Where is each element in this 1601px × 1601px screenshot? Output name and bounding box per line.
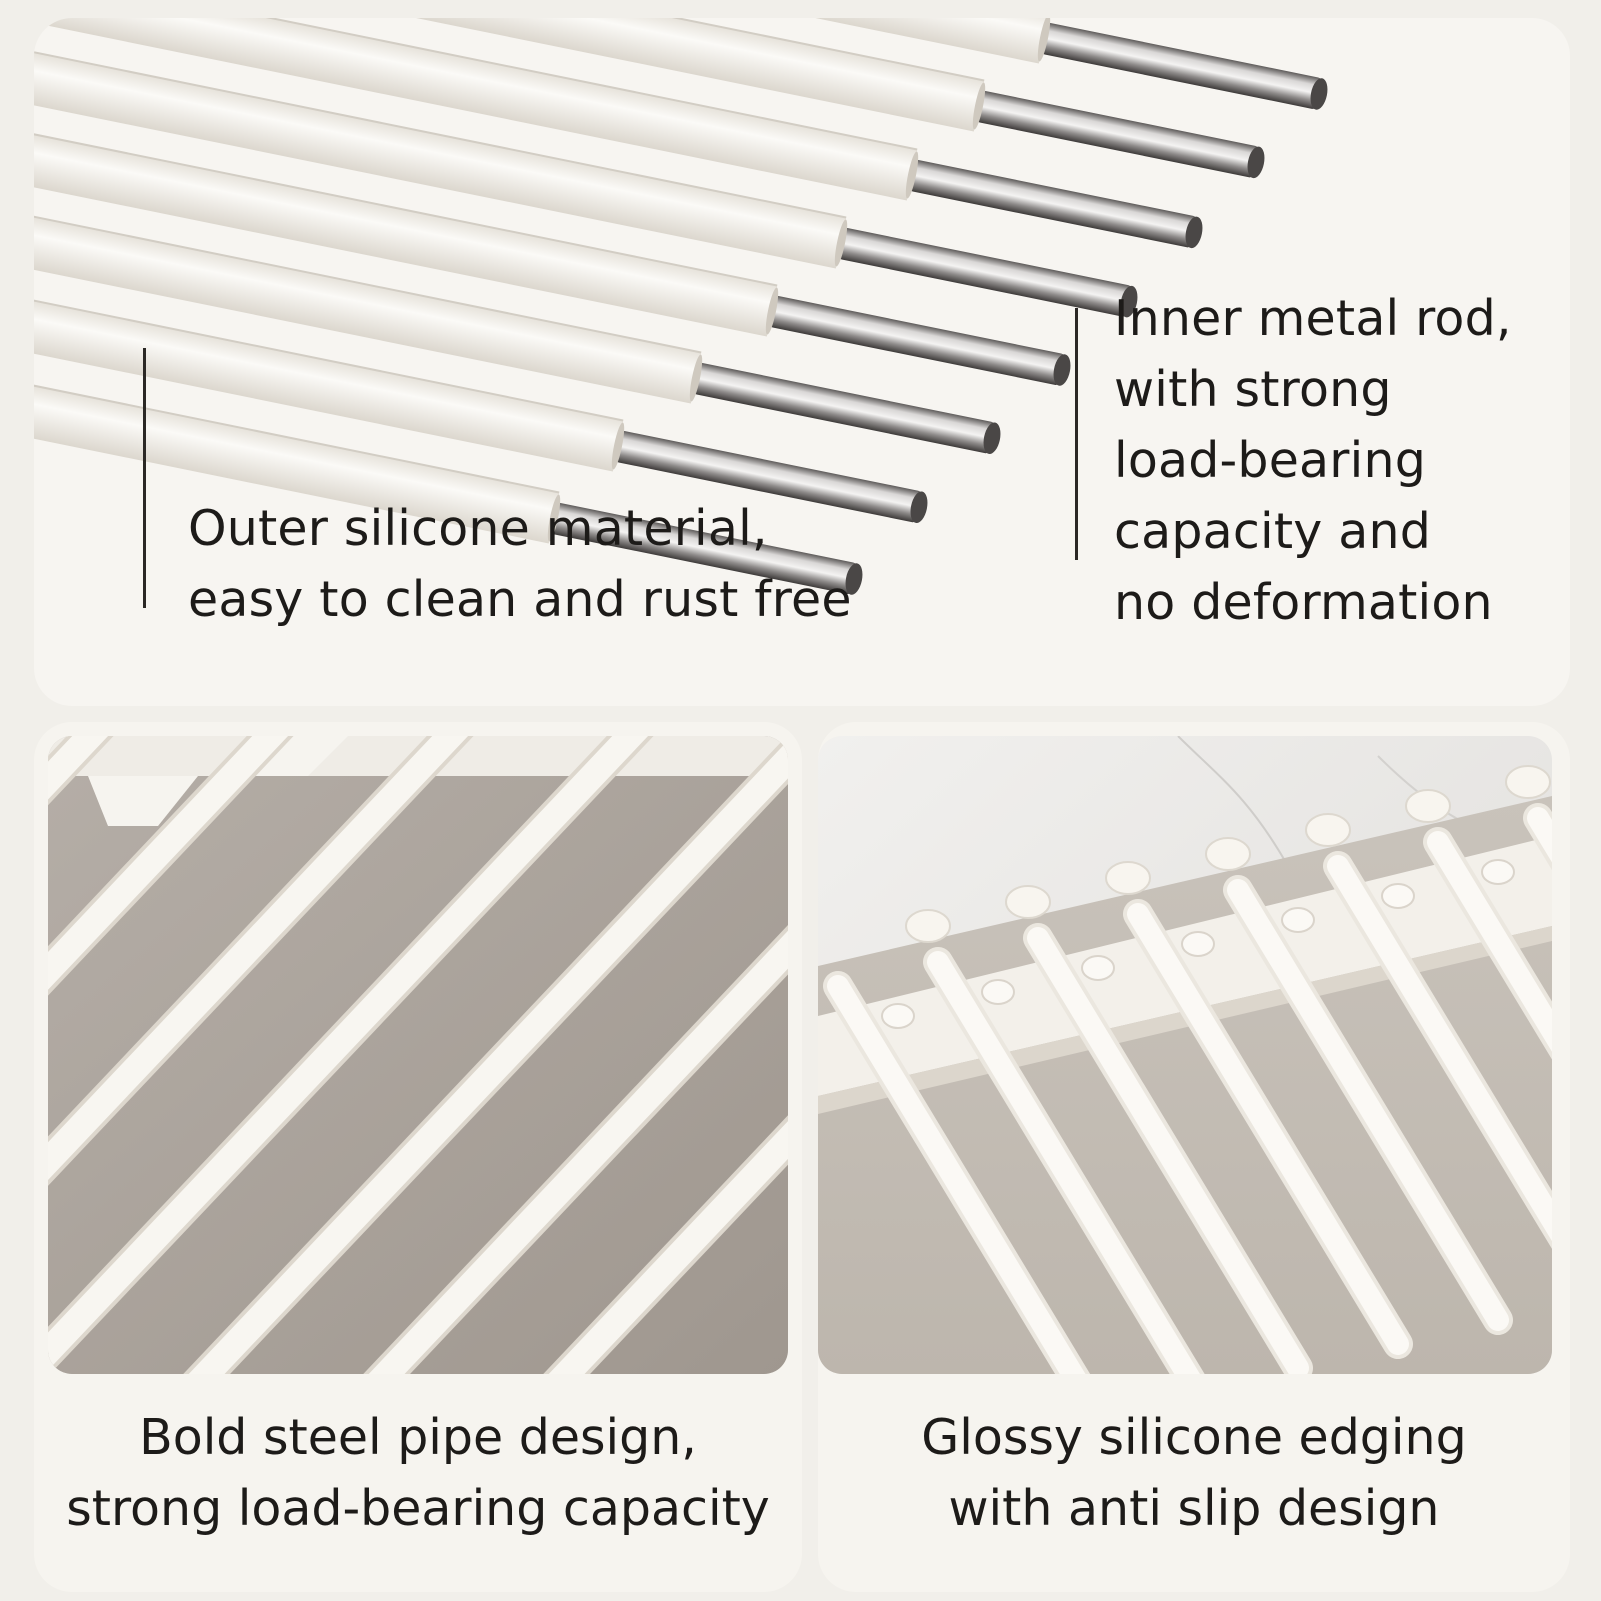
rack-rod [1127, 903, 1409, 1355]
steel-rod [909, 160, 1197, 248]
steel-pipe-card: Bold steel pipe design, strong load-bear… [34, 722, 802, 1592]
rod-joint [1381, 883, 1415, 909]
sleeve-edge [34, 18, 985, 82]
caption-line: with strong [1114, 361, 1392, 418]
caption-line: Glossy silicone edging [921, 1409, 1467, 1466]
caption-line: no deformation [1114, 574, 1493, 631]
steel-rod [976, 91, 1259, 178]
sleeve-end [689, 354, 703, 402]
steel-rod [693, 363, 995, 454]
silicone-material-caption: Outer silicone material, easy to clean a… [188, 493, 852, 635]
rod-end-cap [1005, 885, 1051, 919]
steel-pipe [48, 736, 289, 990]
silicone-edging-photo [818, 736, 1552, 1374]
rack-rod [827, 975, 1086, 1374]
silicone-rod [34, 291, 928, 523]
sleeve-end [834, 219, 848, 267]
sleeve-edge [34, 43, 847, 219]
rod-end-cap [1505, 765, 1551, 799]
rod-joint [981, 979, 1015, 1005]
silicone-rod [34, 43, 1138, 318]
steel-pipe-photo [48, 736, 788, 1374]
rod-joint [1281, 907, 1315, 933]
silicone-sleeve [34, 44, 847, 269]
steel-rod [551, 503, 857, 594]
rod-closeup-illustration [34, 18, 1328, 595]
rod-end-cap [1405, 789, 1451, 823]
steel-pipe [548, 1121, 788, 1374]
rack-edge-illustration [818, 736, 1552, 1374]
sleeve-edge [34, 18, 918, 151]
rack-rod [1227, 879, 1509, 1331]
steel-rod-tip [1120, 285, 1138, 318]
caption-line: Outer silicone material, [188, 500, 768, 557]
rod-joint [1081, 955, 1115, 981]
steel-pipe [188, 740, 788, 1374]
diagonal-pipes-illustration [48, 736, 788, 1374]
top-feature-panel: Outer silicone material, easy to clean a… [34, 18, 1570, 706]
sleeve-end [972, 82, 986, 130]
silicone-rod [34, 375, 863, 595]
rod-end-cap [1305, 813, 1351, 847]
caption-line: load-bearing [1114, 432, 1426, 489]
silicone-rod [34, 125, 1071, 386]
steel-rod-tip [983, 422, 1001, 454]
sleeve-end [905, 151, 919, 199]
sleeve-edge [34, 207, 702, 354]
rack-rod [1027, 927, 1309, 1374]
silicone-rod [34, 18, 1265, 179]
rod-joint [1181, 931, 1215, 957]
sleeve-end [765, 287, 779, 335]
steel-pipe [48, 736, 469, 1181]
steel-rod [1041, 23, 1322, 109]
silicone-sleeve [34, 18, 985, 132]
silicone-edging-card: Glossy silicone edging with anti slip de… [818, 722, 1570, 1592]
rod-end-cap [905, 909, 951, 943]
caption-line: Bold steel pipe design, [139, 1409, 697, 1466]
steel-pipe [368, 930, 788, 1374]
rack-rod [1427, 831, 1552, 1052]
sleeve-end [547, 494, 561, 542]
steel-pipe-caption: Bold steel pipe design, strong load-bear… [34, 1402, 802, 1544]
silicone-edging-caption: Glossy silicone edging with anti slip de… [818, 1402, 1570, 1544]
steel-rod [769, 296, 1065, 385]
silicone-sleeve [34, 376, 560, 544]
left-callout-line [143, 348, 146, 608]
steel-rod-tip [1053, 354, 1071, 386]
rod-end-cap [1105, 861, 1151, 895]
rack-rod [1327, 855, 1552, 1242]
caption-line: easy to clean and rust free [188, 571, 852, 628]
silicone-sleeve [34, 18, 918, 201]
sleeve-edge [34, 375, 560, 494]
caption-line: capacity and [1114, 503, 1432, 560]
caption-line: with anti slip design [948, 1480, 1440, 1537]
steel-pipe [48, 736, 649, 1371]
rod-joint [881, 1003, 915, 1029]
steel-rod-tip [1247, 146, 1265, 179]
metal-rod-caption: Inner metal rod, with strong load-bearin… [1114, 283, 1512, 638]
silicone-sleeve [34, 208, 702, 404]
silicone-rod [34, 18, 1203, 249]
steel-rod-tip [1185, 216, 1203, 249]
sleeve-end [1037, 18, 1051, 62]
rod-end-cap [1205, 837, 1251, 871]
silicone-rod [34, 18, 1328, 110]
right-callout-line [1075, 308, 1078, 560]
steel-rod-tip [1310, 78, 1328, 110]
steel-rod-tip [910, 491, 928, 523]
steel-rod [838, 228, 1132, 317]
sleeve-end [611, 422, 625, 470]
silicone-rod [34, 207, 1001, 454]
sleeve-edge [34, 291, 624, 422]
silicone-sleeve [34, 292, 624, 472]
sleeve-edge [34, 125, 778, 287]
rod-joint [1481, 859, 1515, 885]
silicone-sleeve [34, 126, 778, 337]
steel-rod [615, 431, 922, 523]
rack-rod [927, 951, 1200, 1374]
caption-line: strong load-bearing capacity [66, 1480, 770, 1537]
steel-rod-tip [845, 563, 863, 595]
caption-line: Inner metal rod, [1114, 290, 1512, 347]
